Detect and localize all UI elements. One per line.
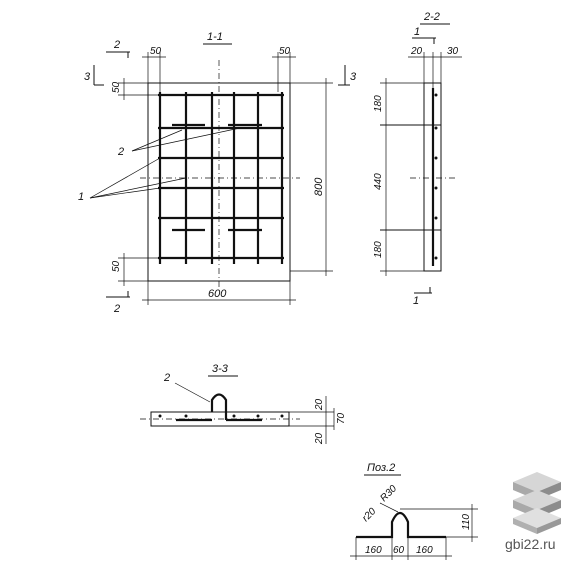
cut-label-2-bottom: 2 (113, 303, 120, 315)
section22-outline (423, 82, 442, 272)
mesh-horizontal-bars (158, 93, 284, 260)
section22-seg1: 180 (373, 95, 384, 112)
section22-dim-a: 20 (410, 46, 423, 57)
section33-title: 3-3 (212, 363, 229, 375)
position-2-detail: Поз.2 R30 r20 110 160 60 160 (350, 462, 478, 560)
cut-label-1-top: 1 (414, 26, 420, 38)
section-3-3: 3-3 2 20 20 70 (140, 363, 347, 445)
section33-loop (210, 393, 228, 420)
section33-dim-1: 20 (314, 398, 325, 411)
dim-top-right: 50 (279, 46, 291, 57)
dim-width: 600 (208, 288, 227, 300)
section33-callout-leader (174, 382, 211, 403)
site-logo-icon (513, 472, 561, 534)
plan-title: 1-1 (207, 31, 223, 43)
watermark-text: gbi22.ru (505, 536, 556, 552)
section22-seg3: 180 (373, 241, 384, 258)
section22-dim-b: 30 (447, 46, 459, 57)
pos2-dim-height: 110 (461, 514, 472, 530)
cut-label-3-right: 3 (350, 71, 357, 83)
dim-height: 800 (313, 177, 325, 196)
pos2-dim-right: 160 (416, 545, 433, 556)
cut-label-3-left: 3 (84, 71, 91, 83)
pos2-dim-left: 160 (365, 545, 382, 556)
section33-dim-3: 70 (336, 412, 347, 424)
callout-1: 1 (78, 191, 84, 203)
pos2-dim-mid: 60 (393, 545, 405, 556)
pos2-title: Поз.2 (367, 462, 395, 474)
cut-label-1-bottom: 1 (413, 295, 419, 307)
dim-left-bottom: 50 (111, 260, 122, 272)
dim-top-left: 50 (150, 46, 162, 57)
pos2-r-inner: r20 (360, 506, 378, 524)
callout-2-leader-a (131, 129, 183, 152)
cut-label-2-top: 2 (113, 39, 120, 51)
plan-view: 1-1 (78, 31, 357, 315)
section33-dim-2: 20 (314, 432, 325, 445)
pos2-bar-shape (356, 511, 446, 539)
section-2-2: 2-2 20 30 180 440 180 1 1 (373, 11, 462, 307)
callout-2: 2 (117, 146, 124, 158)
callout-1-leader-a (89, 157, 161, 199)
section22-title: 2-2 (423, 11, 440, 23)
section22-seg2: 440 (373, 173, 384, 190)
section33-callout: 2 (163, 372, 170, 384)
dim-left-top: 50 (111, 81, 122, 93)
pos2-r-outer: R30 (378, 483, 399, 504)
